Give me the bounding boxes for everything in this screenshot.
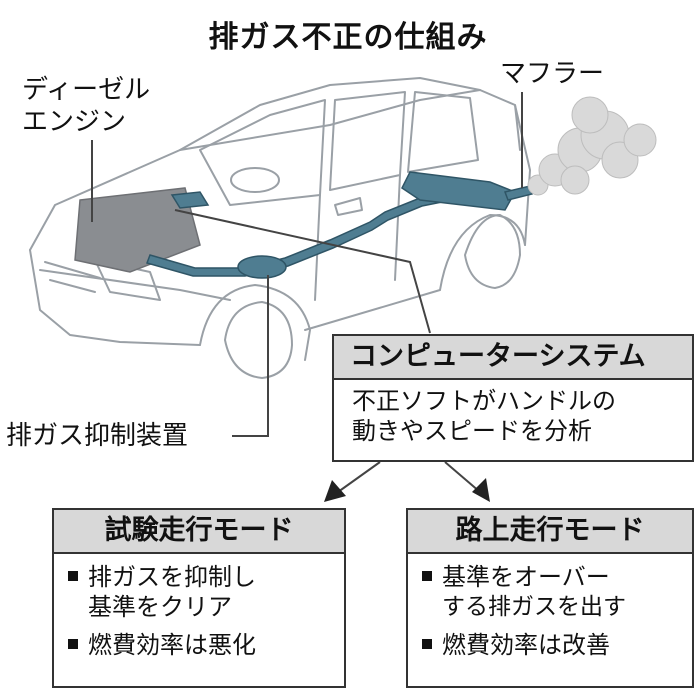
road-mode-bullet-1-line2: する排ガスを出す <box>442 594 626 620</box>
bullet-square-icon <box>68 639 78 649</box>
test-mode-bullet-1-line2: 基準をクリア <box>88 593 232 621</box>
bullet-square-icon <box>68 571 78 581</box>
suppressor-leader <box>232 275 269 437</box>
test-mode-bullet-1: 排ガスを抑制し <box>68 562 344 592</box>
arrow-right-head <box>472 478 490 502</box>
test-mode-bullet-2-line1: 燃費効率は悪化 <box>88 631 256 659</box>
engine-label-line2: エンジン <box>22 107 127 137</box>
road-mode-heading: 路上走行モード <box>408 510 692 554</box>
test-mode-box: 試験走行モード 排ガスを抑制し 基準をクリア 燃費効率は悪化 <box>52 508 346 688</box>
road-mode-bullet-1: 基準をオーバー <box>422 562 692 592</box>
muffler-canister <box>401 171 517 211</box>
computer-system-line1: 不正ソフトがハンドルの <box>352 387 616 415</box>
arrow-left-head <box>324 480 346 502</box>
road-mode-bullet-2: 燃費効率は改善 <box>422 630 692 660</box>
computer-system-box: コンピューターシステム 不正ソフトがハンドルの 動きやスピードを分析 <box>332 334 694 462</box>
diagram-title: 排ガス不正の仕組み <box>208 20 488 55</box>
computer-system-line2: 動きやスピードを分析 <box>352 417 592 445</box>
engine-label: ディーゼル エンジン <box>22 74 150 138</box>
bullet-square-icon <box>422 571 432 581</box>
computer-system-heading: コンピューターシステム <box>334 336 692 380</box>
road-mode-box: 路上走行モード 基準をオーバー する排ガスを出す 燃費効率は改善 <box>406 508 694 688</box>
engine-label-line1: ディーゼル <box>22 75 151 105</box>
exhaust-pipe-front <box>170 191 210 209</box>
road-mode-bullet-2-line1: 燃費効率は改善 <box>442 631 610 659</box>
suppressor-canister <box>237 255 287 279</box>
muffler-label: マフラー <box>500 59 605 89</box>
test-mode-heading: 試験走行モード <box>54 510 344 554</box>
exhaust-smoke <box>527 96 657 196</box>
suppressor-label: 排ガス抑制装置 <box>6 421 189 451</box>
road-mode-bullet-1-line1: 基準をオーバー <box>442 563 610 591</box>
test-mode-bullet-2: 燃費効率は悪化 <box>68 630 344 660</box>
system-leader <box>174 209 431 334</box>
test-mode-bullet-1-line1: 排ガスを抑制し <box>88 563 256 591</box>
bullet-square-icon <box>422 639 432 649</box>
engine-block <box>74 187 201 273</box>
